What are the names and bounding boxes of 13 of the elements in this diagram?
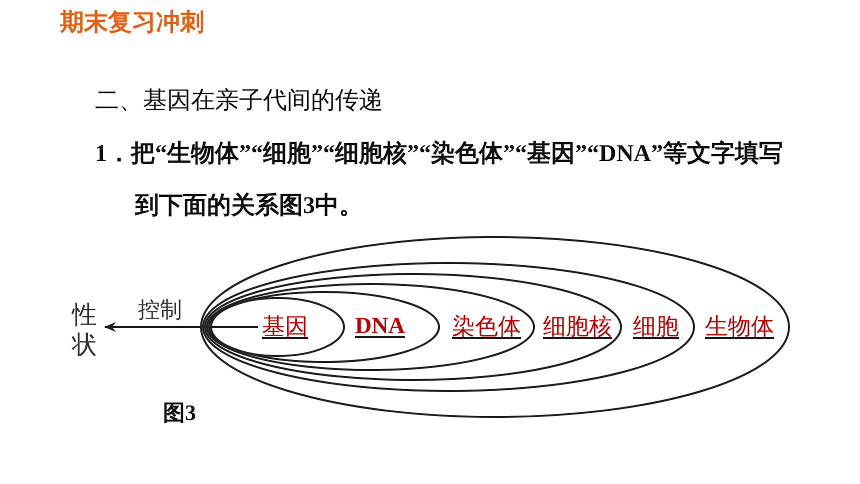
edge-label: 控制	[138, 296, 182, 324]
answer-text: 生物体	[705, 312, 774, 341]
answer-text: 细胞	[633, 312, 679, 341]
answer-text: 细胞核	[543, 312, 612, 341]
arrow	[104, 322, 258, 332]
answer-text: 基因	[262, 312, 308, 341]
question-text: 1．把“生物体”“细胞”“细胞核”“染色体”“基因”“DNA”等文字填写到下面的关系图3中。	[95, 139, 784, 221]
vertical-text: 性状	[72, 300, 97, 360]
header-title: 期末复习冲刺	[60, 8, 204, 38]
figure-caption: 图3	[163, 399, 196, 427]
section-heading: 二、基因在亲子代间的传递	[95, 86, 383, 116]
answer-text: 染色体	[452, 312, 521, 341]
answer-text: DNA	[355, 312, 405, 340]
